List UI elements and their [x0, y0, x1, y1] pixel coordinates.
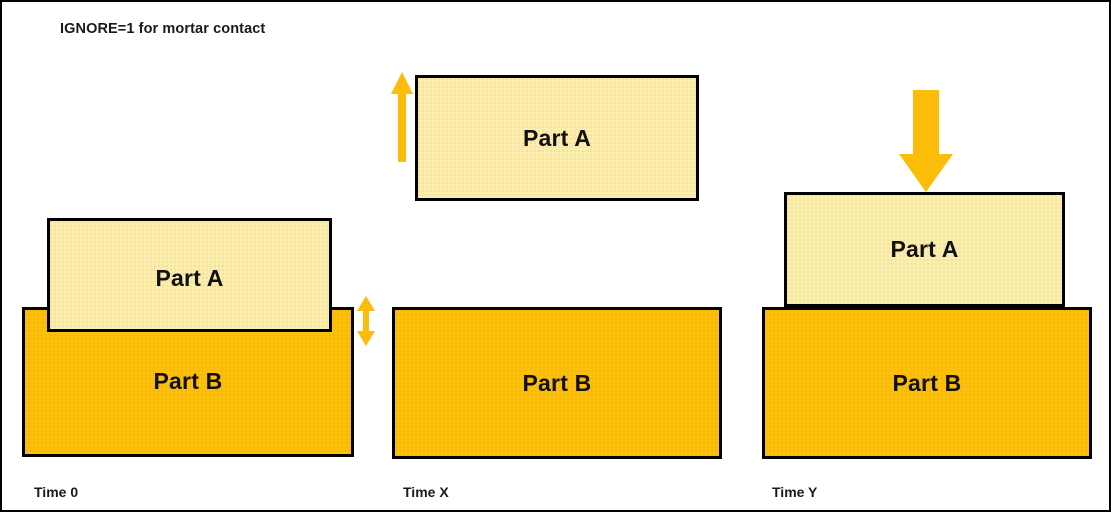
timey-part-b-block: Part B — [762, 307, 1092, 459]
timey-part-a-block: Part A — [784, 192, 1065, 307]
timex-time-label: Time X — [403, 484, 449, 500]
time0-part-a-label: Part A — [155, 265, 224, 291]
timey-part-a-label: Part A — [890, 236, 959, 262]
timex-part-b-block: Part B — [392, 307, 722, 459]
timex-part-b-label: Part B — [522, 369, 592, 396]
time0-double-headed-arrow — [354, 294, 378, 348]
timex-part-a-label: Part A — [522, 124, 592, 151]
timex-part-a-block: Part A — [415, 75, 699, 201]
timey-down-arrow — [897, 88, 955, 194]
diagram-title: IGNORE=1 for mortar contact — [60, 21, 266, 37]
timey-part-b-label: Part B — [892, 369, 962, 396]
timex-up-arrow — [389, 70, 415, 164]
time0-part-b-label: Part B — [153, 368, 223, 394]
time0-part-b-block: Part B — [22, 307, 354, 457]
time0-part-a-block: Part A — [47, 218, 332, 332]
timey-time-label: Time Y — [772, 484, 818, 500]
time0-time-label: Time 0 — [34, 484, 79, 500]
